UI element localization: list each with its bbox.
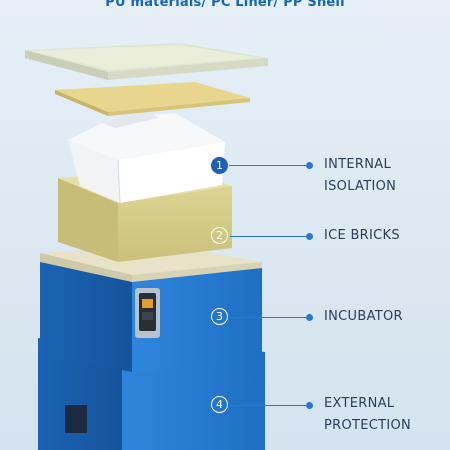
callout-1-label: INTERNAL ISOLATION xyxy=(324,154,396,198)
lid-panel xyxy=(25,43,268,80)
callout-3-line1: INCUBATOR xyxy=(324,309,403,324)
callout-2-line1: ICE BRICKS xyxy=(324,228,400,243)
callout-2-dot xyxy=(306,233,313,240)
callout-3-number: 3 xyxy=(211,308,228,325)
pc-liner-sheet xyxy=(55,82,250,116)
callout-3-dot xyxy=(306,314,313,321)
callout-4-line1: EXTERNAL xyxy=(324,396,395,411)
incubator-box xyxy=(40,245,262,372)
callout-4-number: 4 xyxy=(211,396,228,413)
callout-1-number: 1 xyxy=(211,157,228,174)
internal-isolation-liner xyxy=(68,110,225,204)
page-title: PU materials/ PC Liner/ PP Shell xyxy=(105,0,345,10)
callout-1-line2: ISOLATION xyxy=(324,179,397,194)
callout-3-line xyxy=(230,317,310,318)
callout-3-label: INCUBATOR xyxy=(324,306,403,328)
callout-1-dot xyxy=(306,162,313,169)
callout-4-line2: PROTECTION xyxy=(324,418,412,433)
callout-2-label: ICE BRICKS xyxy=(324,225,400,247)
callout-2-line xyxy=(230,236,310,237)
handle-slot-icon xyxy=(65,405,87,433)
thermometer-display-icon xyxy=(135,288,160,338)
callout-1-line1: INTERNAL xyxy=(324,157,392,172)
callout-4-dot xyxy=(306,402,313,409)
callout-4-line xyxy=(230,405,310,406)
callout-2-number: 2 xyxy=(211,227,228,244)
callout-4-label: EXTERNAL PROTECTION xyxy=(324,393,411,437)
callout-1-line xyxy=(229,165,309,166)
